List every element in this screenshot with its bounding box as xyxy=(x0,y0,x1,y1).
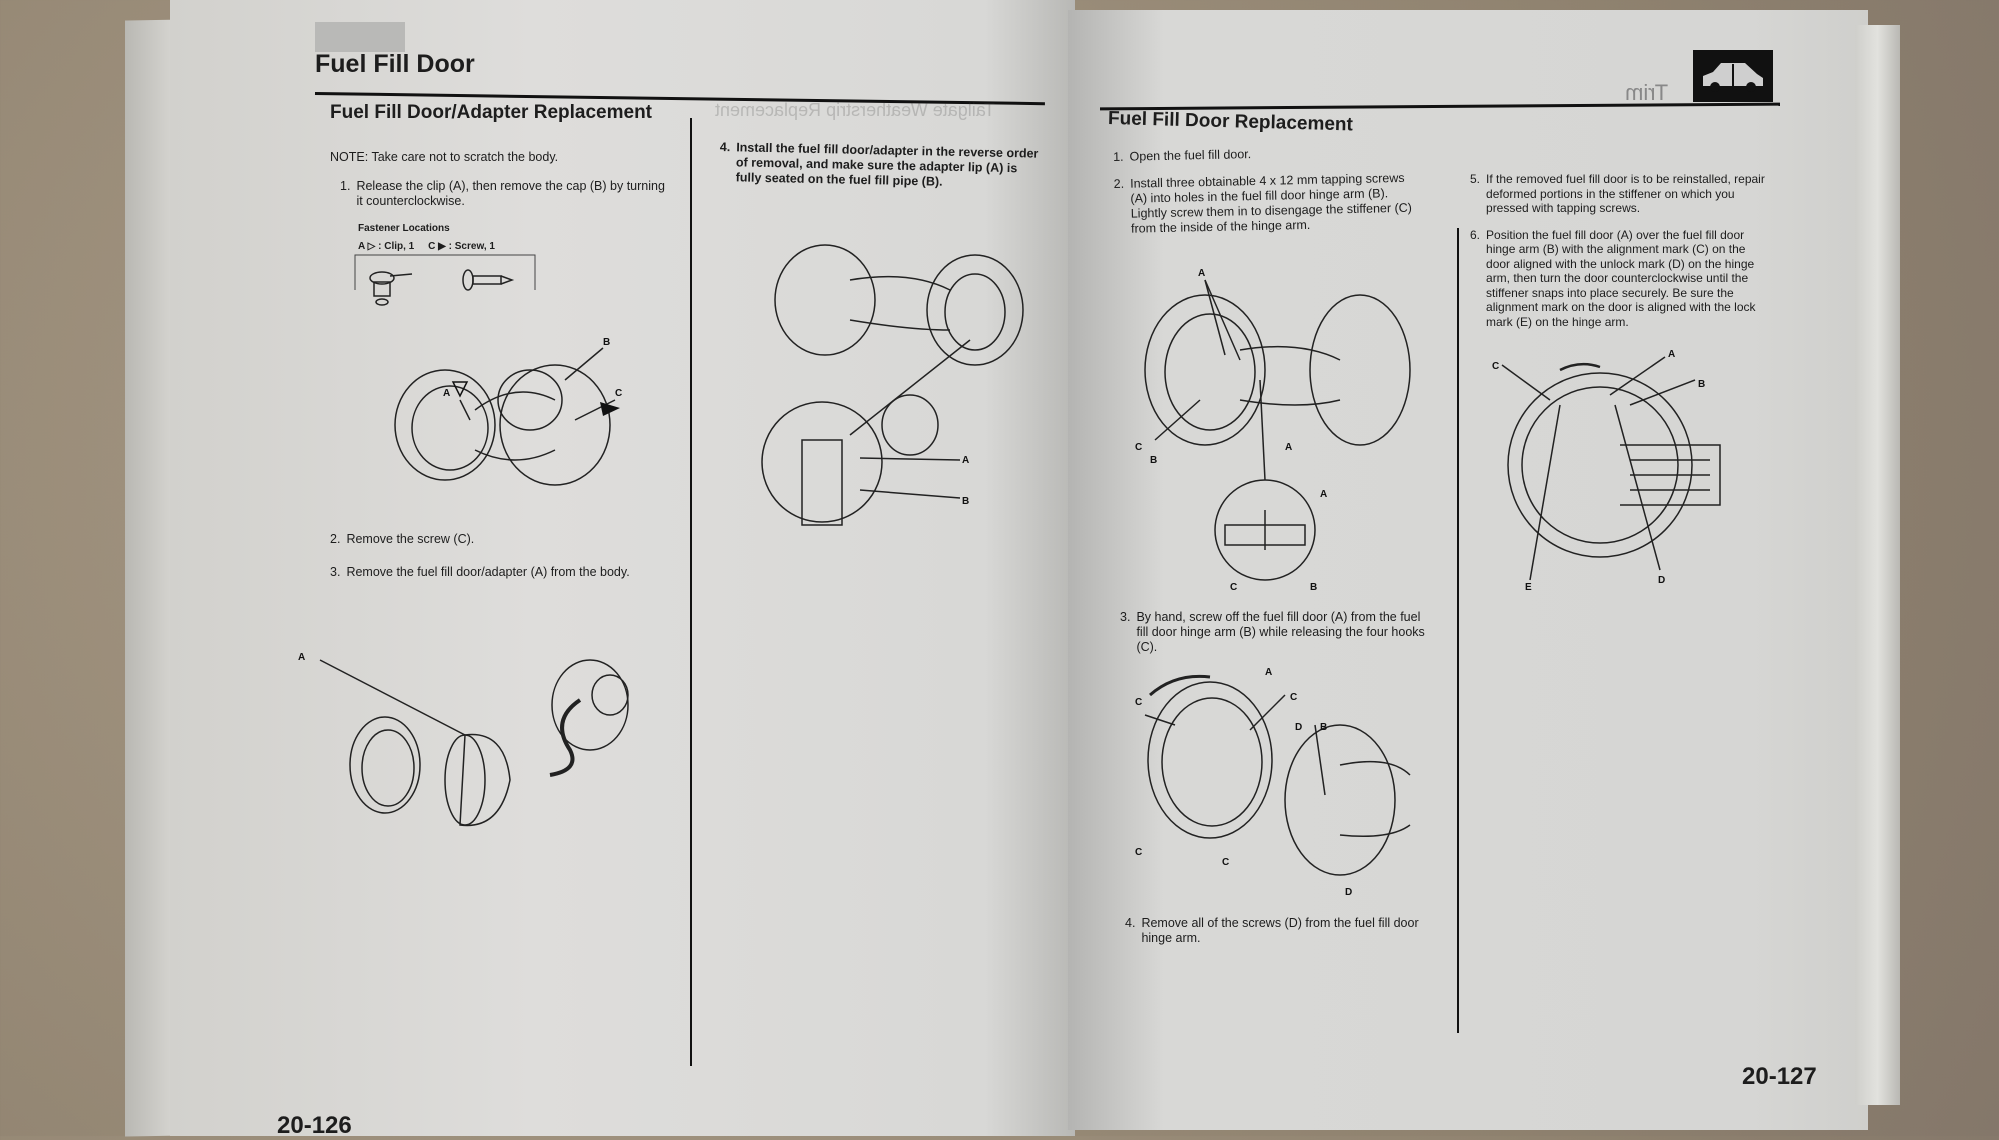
step-number: 5. xyxy=(1470,172,1481,186)
diagram-alignment-marks: A B C E D xyxy=(1492,349,1721,593)
diagram-label: B xyxy=(962,496,969,507)
diagram-label: C xyxy=(1290,692,1297,703)
step-number: 4. xyxy=(1125,916,1136,930)
diagram-label: A xyxy=(443,388,450,399)
step-number: 1. xyxy=(340,179,351,193)
diagram-label: A xyxy=(962,455,969,466)
page-number-right: 20-127 xyxy=(1742,1063,1817,1090)
diagram-adapter-lip: A B xyxy=(761,244,1024,526)
diagram-label: C xyxy=(1135,847,1142,858)
step-1: 1. Release the clip (A), then remove the… xyxy=(330,179,670,209)
right-column-steps: 5. If the removed fuel fill door is to b… xyxy=(1470,172,1770,341)
diagram-door-removal: A xyxy=(298,652,629,827)
diagram-label: B xyxy=(603,337,610,348)
fastener-icons xyxy=(354,254,536,306)
trim-label: Trim xyxy=(1625,80,1669,105)
step-number: 3. xyxy=(330,565,341,579)
section-title: Fuel Fill Door/Adapter Replacement xyxy=(330,102,652,123)
step-2: 2. Remove the screw (C). xyxy=(330,532,680,547)
diagram-label: C xyxy=(1222,857,1229,868)
page-number-left: 20-126 xyxy=(277,1112,352,1139)
step-3: 3. Remove the fuel fill door/adapter (A)… xyxy=(330,565,680,580)
right-page xyxy=(1068,10,1868,1130)
diagram-label: D xyxy=(1295,722,1302,733)
step-text: Position the fuel fill door (A) over the… xyxy=(1486,227,1756,329)
column-divider-right xyxy=(1457,228,1459,1033)
car-icon xyxy=(1703,63,1763,92)
left-steps-2-3: 2. Remove the screw (C). 3. Remove the f… xyxy=(330,532,680,592)
screw-text: : Screw, 1 xyxy=(448,241,495,252)
step-text: Open the fuel fill door. xyxy=(1129,147,1252,164)
step-2: 2. Install three obtainable 4 x 12 mm ta… xyxy=(1114,171,1415,237)
diagram-label: A xyxy=(1668,349,1675,360)
fastener-title: Fastener Locations xyxy=(358,223,450,234)
diagram-label: C xyxy=(615,388,622,399)
step-number: 6. xyxy=(1470,227,1481,242)
diagram-label: C xyxy=(1135,697,1142,708)
step-number: 4. xyxy=(719,140,731,155)
step-number: 2. xyxy=(1113,176,1125,191)
step-number: 1. xyxy=(1113,149,1124,164)
diagram-label: D xyxy=(1345,887,1352,898)
page-header-title: Fuel Fill Door xyxy=(315,50,475,78)
left-page xyxy=(170,0,1075,1136)
step-number: 3. xyxy=(1120,610,1131,624)
clip-label: A xyxy=(358,241,365,252)
step-text: By hand, screw off the fuel fill door (A… xyxy=(1136,610,1425,654)
diagram-label: D xyxy=(1658,575,1665,586)
diagram-tapping-screws: A C B A A C B xyxy=(1135,268,1411,593)
diagram-label: B xyxy=(1698,379,1705,390)
right-steps-1-2: 1. Open the fuel fill door. 2. Install t… xyxy=(1113,144,1415,249)
step-text: Remove all of the screws (D) from the fu… xyxy=(1141,916,1419,945)
clip-triangle-icon: ▷ xyxy=(367,241,376,252)
diagram-label: B xyxy=(1150,455,1157,466)
diagram-label: C xyxy=(1135,442,1142,453)
diagram-label: A xyxy=(1320,489,1327,500)
screw-triangle-icon: ▶ xyxy=(438,241,446,252)
clip-text: : Clip, 1 xyxy=(378,241,415,252)
bleed-through-text: Tailgate Weatherstrip Replacement xyxy=(715,100,995,120)
diagram-unscrew-door: C A C D B C C D xyxy=(1135,667,1411,898)
step-number: 2. xyxy=(330,532,341,546)
column-divider xyxy=(690,118,692,1066)
step-text: Remove the fuel fill door/adapter (A) fr… xyxy=(346,565,630,579)
step-3-right: 3. By hand, screw off the fuel fill door… xyxy=(1120,610,1430,667)
step-text: Install the fuel fill door/adapter in th… xyxy=(735,140,1039,189)
step-text: Remove the screw (C). xyxy=(346,532,475,546)
step-text: If the removed fuel fill door is to be r… xyxy=(1486,172,1765,215)
header-tab-shade xyxy=(315,22,405,52)
step-4-right: 4. Remove all of the screws (D) from the… xyxy=(1125,916,1445,958)
diagram-cap-removal: B C A xyxy=(394,337,622,486)
step-text: Install three obtainable 4 x 12 mm tappi… xyxy=(1129,170,1413,236)
left-column: NOTE: Take care not to scratch the body.… xyxy=(330,150,670,254)
note-text: NOTE: Take care not to scratch the body. xyxy=(330,150,559,164)
diagram-label: C xyxy=(1230,582,1237,593)
diagram-label: B xyxy=(1320,722,1327,733)
clip-icon xyxy=(369,271,413,306)
book-edge-right xyxy=(1855,25,1900,1105)
step-text: Release the clip (A), then remove the ca… xyxy=(356,179,665,208)
trim-section-tab xyxy=(1693,50,1773,102)
diagram-label: A xyxy=(1198,268,1205,279)
step-4: 4. Install the fuel fill door/adapter in… xyxy=(719,140,1040,204)
fastener-locations: Fastener Locations A ▷ : Clip, 1 C ▶ : S… xyxy=(330,221,670,254)
diagram-label: A xyxy=(298,652,305,663)
diagram-label: A xyxy=(1285,442,1292,453)
step-5: 5. If the removed fuel fill door is to b… xyxy=(1470,172,1770,216)
diagram-label: C xyxy=(1492,361,1499,372)
screw-label: C xyxy=(428,241,436,252)
diagram-label: A xyxy=(1265,667,1272,678)
step-6: 6. Position the fuel fill door (A) over … xyxy=(1470,228,1770,330)
screw-icon xyxy=(462,269,515,291)
diagram-label: B xyxy=(1310,582,1317,593)
diagram-label: E xyxy=(1525,582,1532,593)
